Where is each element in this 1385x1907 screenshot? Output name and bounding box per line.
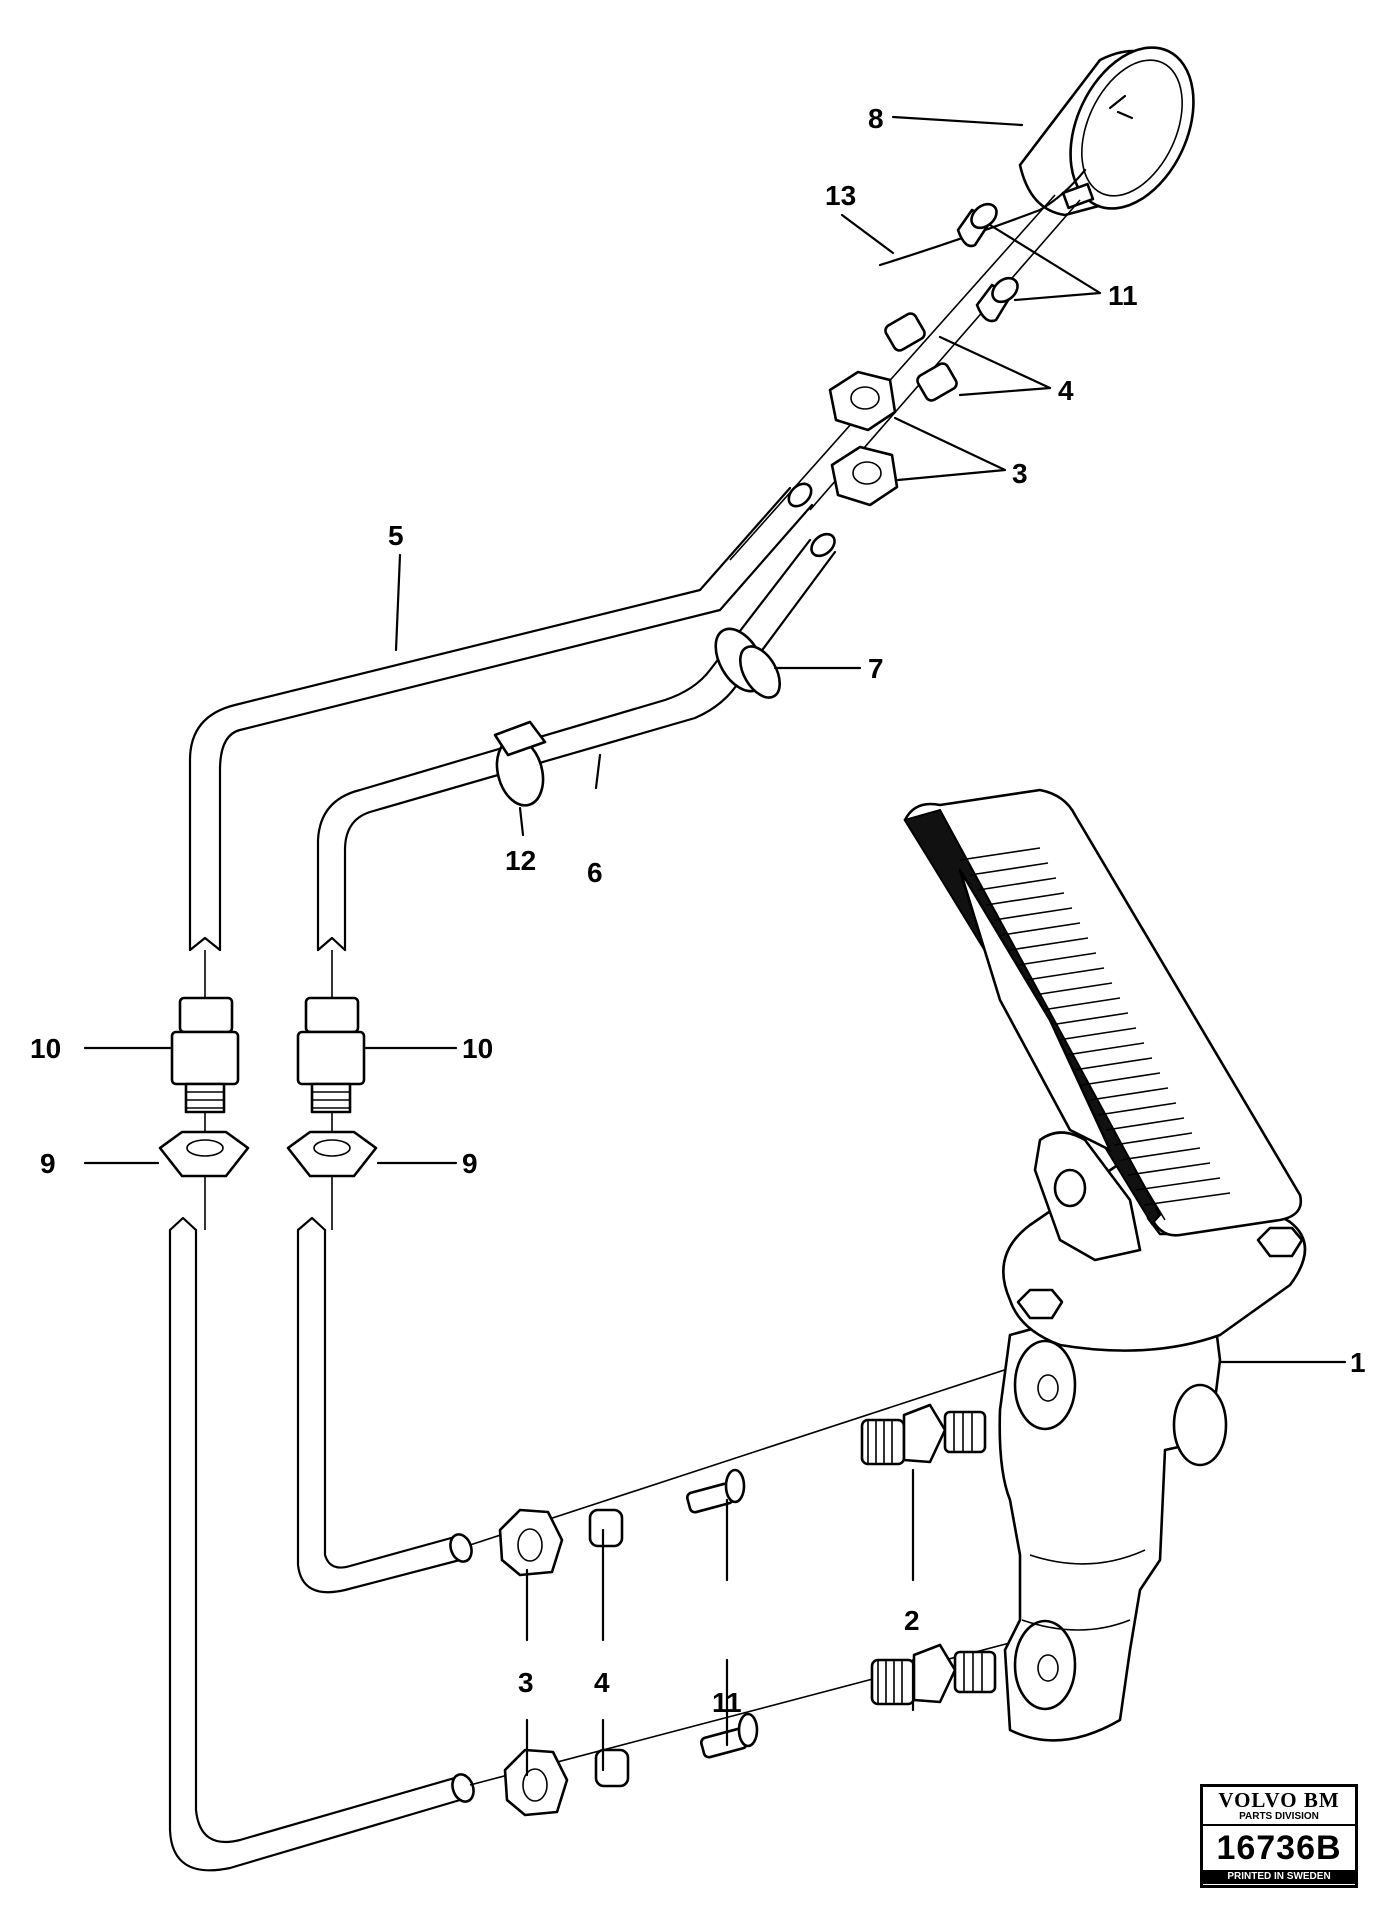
badge-brand: VOLVO BM — [1218, 1788, 1340, 1812]
callout-9-right: 9 — [462, 1148, 478, 1179]
hose-clamp — [493, 720, 547, 807]
callout-11-lower: 11 — [712, 1687, 742, 1718]
callout-13: 13 — [825, 180, 856, 211]
callout-3-upper: 3 — [1012, 458, 1028, 489]
pipe-5 — [188, 482, 814, 952]
lower-pipe-left — [168, 1216, 475, 1872]
callout-5: 5 — [388, 520, 404, 551]
callout-1: 1 — [1350, 1347, 1366, 1378]
callout-numbers: 8 13 11 4 3 5 7 6 12 10 10 9 9 1 2 11 4 … — [30, 103, 1366, 1718]
callout-3-lower: 3 — [518, 1667, 534, 1698]
nuts-lower — [498, 1508, 569, 1817]
pipe-6 — [316, 532, 837, 952]
connectors-10 — [170, 996, 366, 1114]
olive-sleeves-upper — [884, 312, 958, 402]
volvo-bm-part-badge: VOLVO BM PARTS DIVISION 16736B PRINTED I… — [1200, 1784, 1358, 1888]
adaptors-2 — [860, 1403, 997, 1706]
union-fittings-upper — [956, 202, 1019, 323]
callout-4-upper: 4 — [1058, 375, 1074, 406]
pressure-gauge — [1018, 46, 1195, 217]
nuts-9 — [158, 1130, 378, 1178]
lower-pipe-right — [296, 1216, 473, 1594]
callout-10-left: 10 — [30, 1033, 61, 1064]
callout-12: 12 — [505, 845, 536, 876]
leader-lines — [83, 115, 1347, 1777]
brake-pedal — [903, 788, 1303, 1237]
union-fittings-lower — [685, 1468, 759, 1759]
callout-11-upper: 11 — [1108, 280, 1138, 311]
callout-8: 8 — [868, 103, 884, 134]
badge-division: PARTS DIVISION — [1203, 1811, 1355, 1826]
pipe-ends — [188, 936, 347, 952]
nuts-upper — [828, 370, 899, 507]
callout-2: 2 — [904, 1605, 920, 1636]
wire — [878, 168, 1087, 267]
callout-6: 6 — [587, 857, 603, 888]
callout-10-right: 10 — [462, 1033, 493, 1064]
badge-number: 16736B — [1216, 1829, 1342, 1867]
grommet — [714, 627, 781, 699]
callout-4-lower: 4 — [594, 1667, 610, 1698]
callout-7: 7 — [868, 653, 884, 684]
badge-footer: PRINTED IN SWEDEN — [1203, 1870, 1355, 1884]
callout-9-left: 9 — [40, 1148, 56, 1179]
